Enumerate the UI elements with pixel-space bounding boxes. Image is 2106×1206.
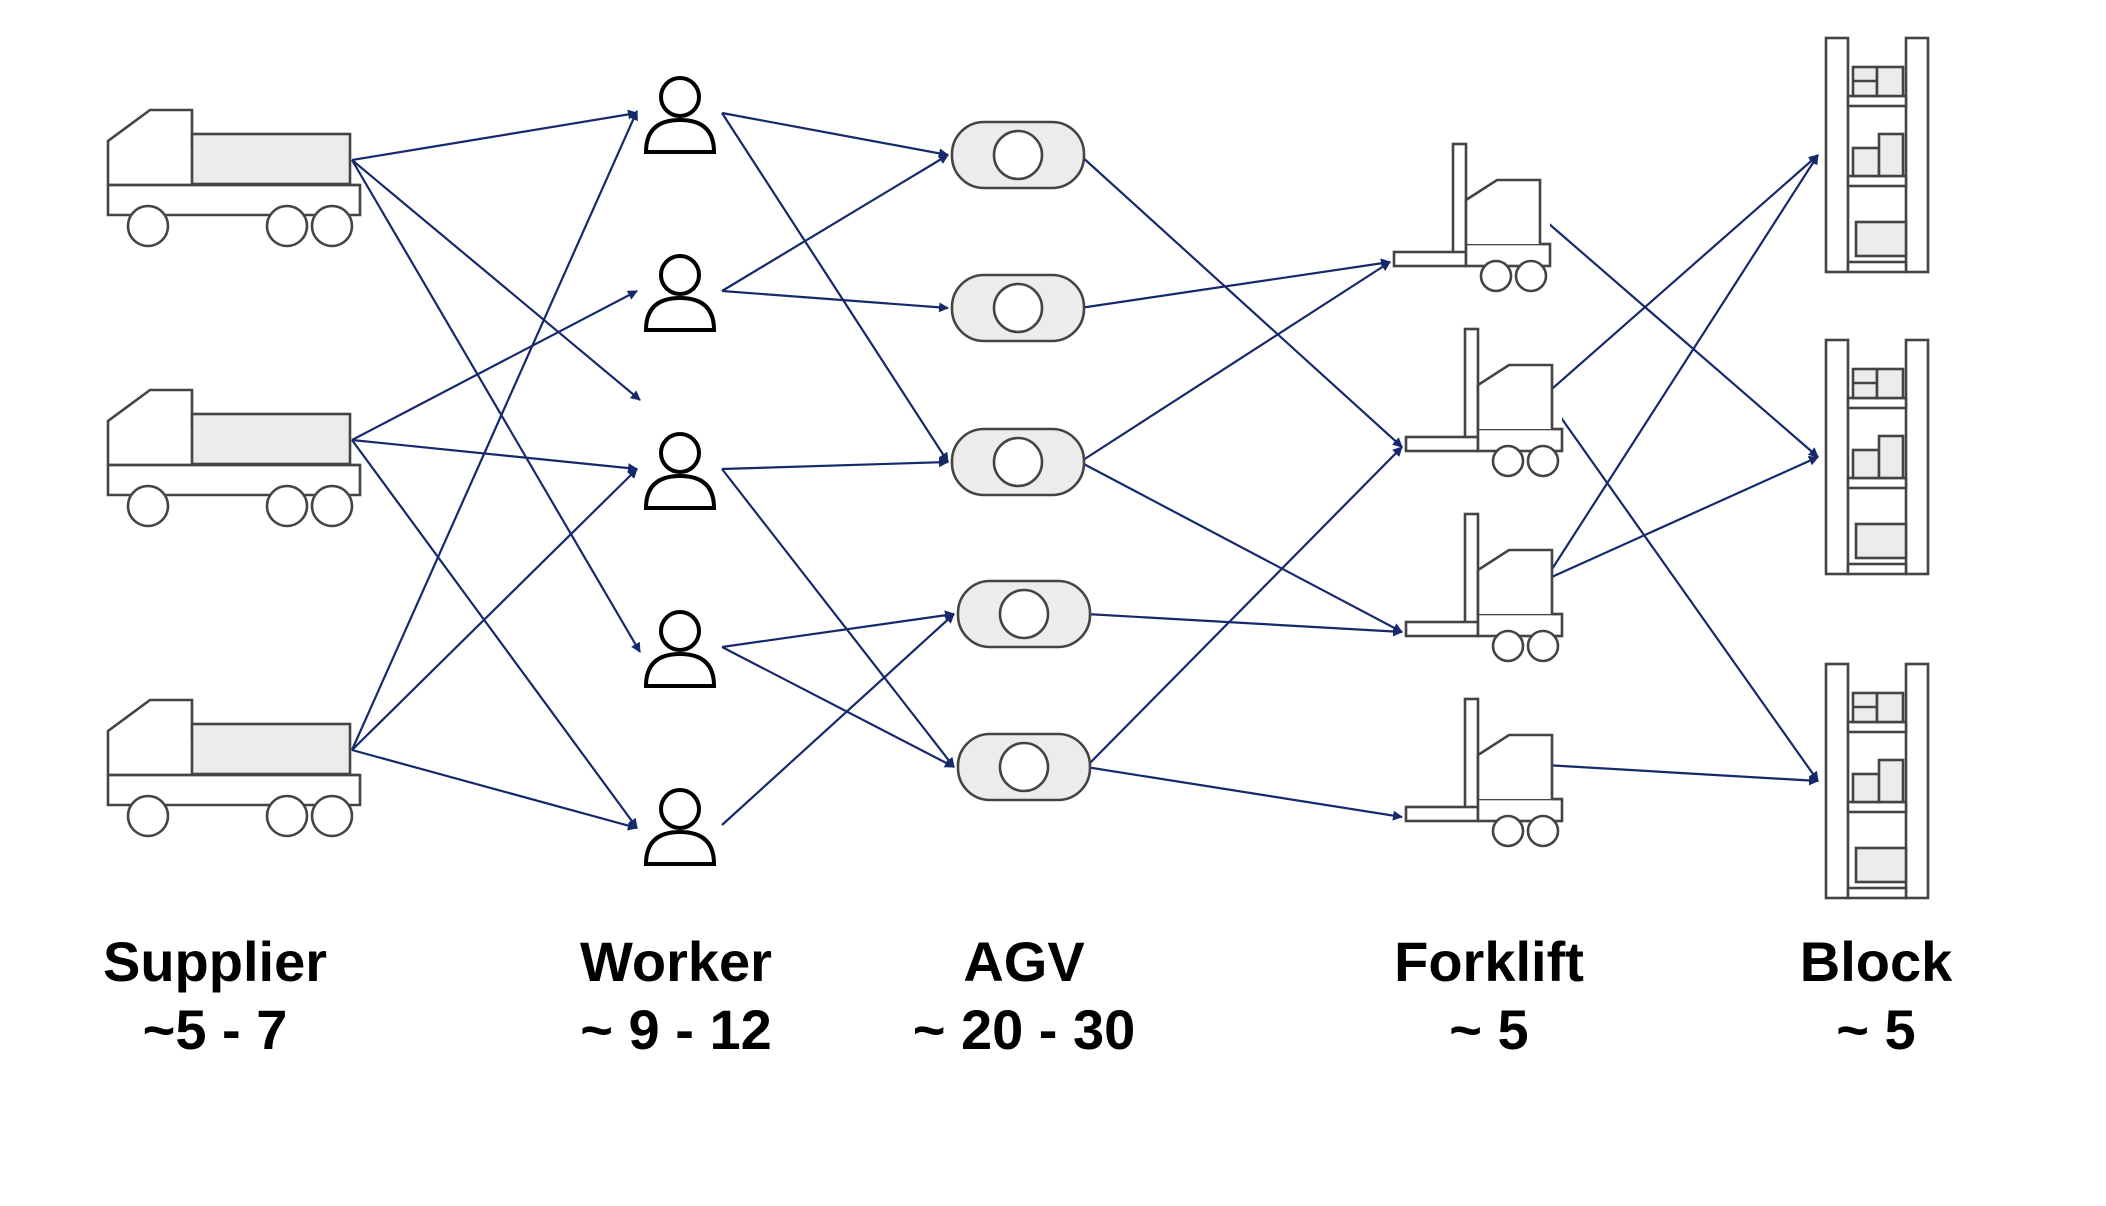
edge-arrow [721, 154, 949, 292]
forklift-icon [1392, 142, 1552, 293]
edge-arrow [1085, 612, 1403, 637]
edge-arrow [1079, 258, 1391, 310]
column-count-supplier: ~5 - 7 [142, 998, 288, 1061]
column-label-worker: Worker ~ 9 - 12 [476, 928, 876, 1064]
column-count-block: ~ 5 [1836, 998, 1916, 1061]
edge-arrow [721, 613, 955, 826]
column-count-agv: ~ 20 - 30 [912, 998, 1136, 1061]
agv-icon [950, 273, 1086, 343]
agv-icon [950, 120, 1086, 190]
edge-arrow [350, 110, 639, 751]
column-title-forklift: Forklift [1394, 930, 1584, 993]
column-label-agv: AGV ~ 20 - 30 [824, 928, 1224, 1064]
column-title-supplier: Supplier [102, 930, 328, 993]
edge-arrow [721, 111, 949, 159]
edge-arrow [721, 468, 955, 768]
forklift-icon [1404, 697, 1564, 848]
edge-arrow [1079, 461, 1403, 633]
edge-arrow [1544, 763, 1819, 786]
edge-arrow [351, 290, 638, 441]
edge-arrow [351, 438, 638, 474]
truck-icon [106, 108, 362, 248]
edge-arrow [1532, 209, 1819, 458]
person-icon [643, 788, 717, 866]
truck-icon [106, 388, 362, 528]
edge-arrow [351, 439, 638, 829]
edge-arrow [1544, 394, 1819, 782]
agv-icon [950, 427, 1086, 497]
edge-arrow [1085, 765, 1403, 821]
edge-arrow [351, 109, 638, 162]
forklift-icon [1404, 327, 1564, 478]
edge-arrow [721, 112, 949, 463]
shelf-icon [1824, 338, 1930, 576]
column-count-worker: ~ 9 - 12 [580, 998, 772, 1061]
nodes [106, 36, 1930, 900]
edge-arrow [721, 646, 955, 768]
person-icon [643, 432, 717, 510]
person-icon [643, 254, 717, 332]
edge-arrow [1079, 154, 1403, 448]
person-icon [643, 76, 717, 154]
edges [350, 109, 1819, 831]
column-count-forklift: ~ 5 [1449, 998, 1529, 1061]
edge-arrow [351, 748, 638, 831]
edge-arrow [721, 289, 949, 313]
edge-arrow [351, 159, 641, 401]
shelf-icon [1824, 36, 1930, 274]
edge-arrow [721, 610, 955, 649]
agv-icon [956, 579, 1092, 649]
agv-icon [956, 732, 1092, 802]
column-title-block: Block [1799, 930, 1953, 993]
column-title-worker: Worker [580, 930, 772, 993]
person-icon [643, 610, 717, 688]
edge-arrow [1544, 154, 1819, 581]
column-label-block: Block ~ 5 [1676, 928, 2076, 1064]
column-label-forklift: Forklift ~ 5 [1289, 928, 1689, 1064]
edge-arrow [351, 159, 641, 653]
edge-arrow [351, 468, 638, 751]
column-label-supplier: Supplier ~5 - 7 [15, 928, 415, 1064]
edge-arrow [721, 457, 949, 471]
edge-arrow [1544, 455, 1819, 582]
shelf-icon [1824, 662, 1930, 900]
edge-arrow [1079, 261, 1391, 463]
edge-arrow [1085, 446, 1403, 768]
column-title-agv: AGV [963, 930, 1085, 993]
edge-arrow [1544, 154, 1819, 396]
truck-icon [106, 698, 362, 838]
forklift-icon [1404, 512, 1564, 663]
